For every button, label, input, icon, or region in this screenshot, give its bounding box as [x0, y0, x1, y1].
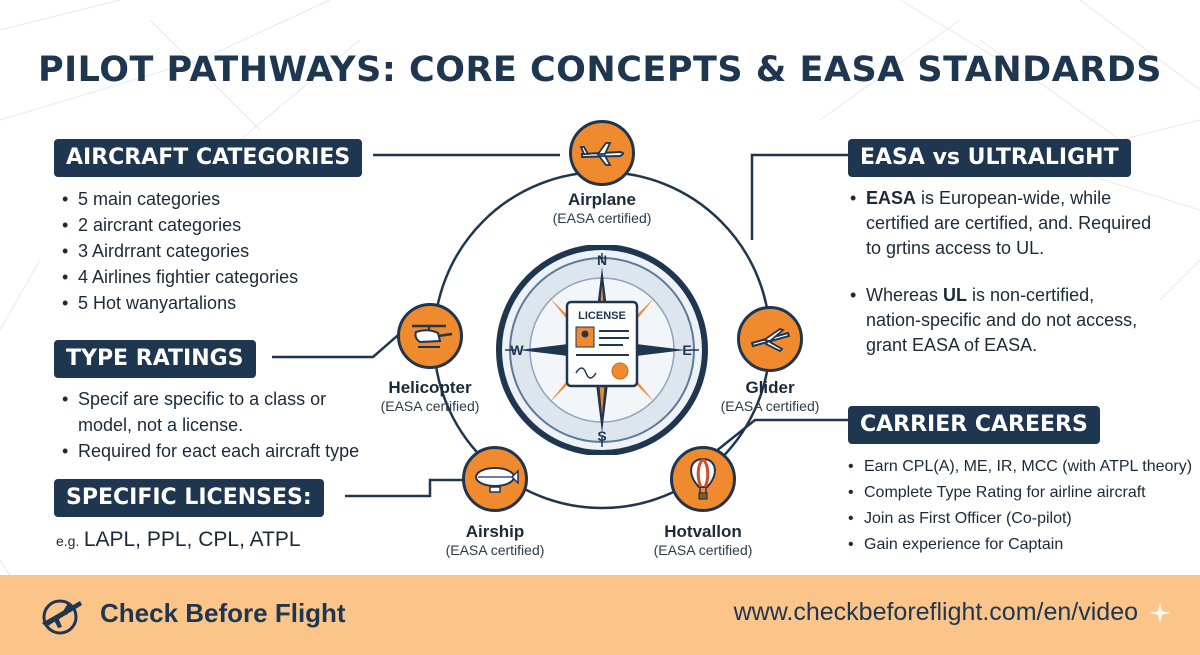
node-sub: (EASA certified) [380, 398, 480, 414]
list-item: Gain experience for Captain [848, 532, 1192, 558]
node-name: Airship [465, 522, 525, 541]
list-item: Join as First Officer (Co-pilot) [848, 506, 1192, 532]
license-label: LICENSE [578, 310, 626, 322]
list-item: 5 Hot wanyartalions [62, 290, 298, 316]
compass: N S W E LICENSE [496, 245, 708, 455]
licenses-text: LAPL, PPL, CPL, ATPL [83, 528, 301, 551]
compass-n: N [597, 252, 607, 268]
aircraft-categories-list: 5 main categories 2 aircrant categories … [62, 186, 298, 316]
helicopter-label: Helicopter (EASA certified) [340, 378, 520, 414]
easa-bold: EASA [866, 188, 917, 208]
hot-air-balloon-icon [690, 457, 716, 500]
sparkle-icon [1149, 602, 1171, 624]
node-sub: (EASA certified) [653, 542, 753, 558]
list-item: Specif are specific to a class or model,… [62, 386, 362, 438]
type-ratings-heading: TYPE RATINGS [54, 340, 256, 378]
list-item: 3 Airdrrant categories [62, 238, 298, 264]
glider-label: Glider (EASA certified) [680, 378, 860, 414]
airship-label: Airship (EASA certified) [405, 522, 585, 558]
helicopter-node [397, 303, 463, 369]
page-title: PILOT PATHWAYS: CORE CONCEPTS & EASA STA… [37, 50, 1163, 90]
node-name: Airplane [567, 190, 637, 209]
node-sub: (EASA certified) [445, 542, 545, 558]
airplane-icon [579, 142, 624, 166]
licenses-example: e.g. LAPL, PPL, CPL, ATPL [56, 528, 301, 552]
compass-e: E [682, 342, 691, 358]
compass-w: W [510, 342, 524, 358]
compass-s: S [597, 428, 606, 444]
easa-paragraph: •EASA is European-wide, while certified … [850, 188, 1152, 258]
glider-icon [750, 328, 791, 353]
ul-pre: Whereas [866, 285, 944, 305]
carrier-careers-heading: CARRIER CAREERS [848, 406, 1100, 444]
carrier-careers-list: Earn CPL(A), ME, IR, MCC (with ATPL theo… [848, 454, 1192, 558]
specific-licenses-heading: SPECIFIC LICENSES: [54, 479, 324, 517]
node-sub: (EASA certified) [720, 398, 820, 414]
list-item: Required for eact each aircraft type [62, 438, 362, 464]
type-ratings-list: Specif are specific to a class or model,… [62, 386, 362, 464]
glider-node [737, 306, 803, 372]
ul-paragraph: •Whereas UL is non-certified, nation-spe… [850, 285, 1138, 355]
footer-brand: Check Before Flight [100, 598, 346, 628]
list-item: Earn CPL(A), ME, IR, MCC (with ATPL theo… [848, 454, 1192, 480]
ul-text: is non-certified, nation-specific and do… [866, 285, 1138, 355]
ul-bold: UL [943, 285, 968, 305]
node-name: Glider [745, 378, 795, 397]
aircraft-categories-heading: AIRCRAFT CATEGORIES [54, 139, 363, 177]
plane-globe-logo-icon [42, 599, 82, 635]
airship-icon [475, 467, 519, 493]
hotvallon-node [670, 446, 736, 512]
easa-vs-ultralight-heading: EASA vs ULTRALIGHT [848, 139, 1131, 177]
hotvallon-label: Hotvallon (EASA certified) [613, 522, 793, 558]
node-sub: (EASA certified) [552, 210, 652, 226]
list-item: 2 aircrant categories [62, 212, 298, 238]
airplane-node [569, 120, 635, 186]
helicopter-icon [412, 324, 453, 348]
footer-bar: Check Before Flight www.checkbeforefligh… [0, 575, 1200, 655]
airship-node [462, 446, 528, 512]
list-item: 4 Airlines fightier categories [62, 264, 298, 290]
list-item: 5 main categories [62, 186, 298, 212]
list-item: Complete Type Rating for airline aircraf… [848, 480, 1192, 506]
easa-text: is European-wide, while certified are ce… [866, 188, 1152, 258]
footer-url[interactable]: www.checkbeforeflight.com/en/video [733, 598, 1138, 626]
airplane-label: Airplane (EASA certified) [512, 190, 692, 226]
example-prefix: e.g. [56, 533, 80, 549]
node-name: Helicopter [388, 378, 472, 397]
node-name: Hotvallon [664, 522, 742, 541]
